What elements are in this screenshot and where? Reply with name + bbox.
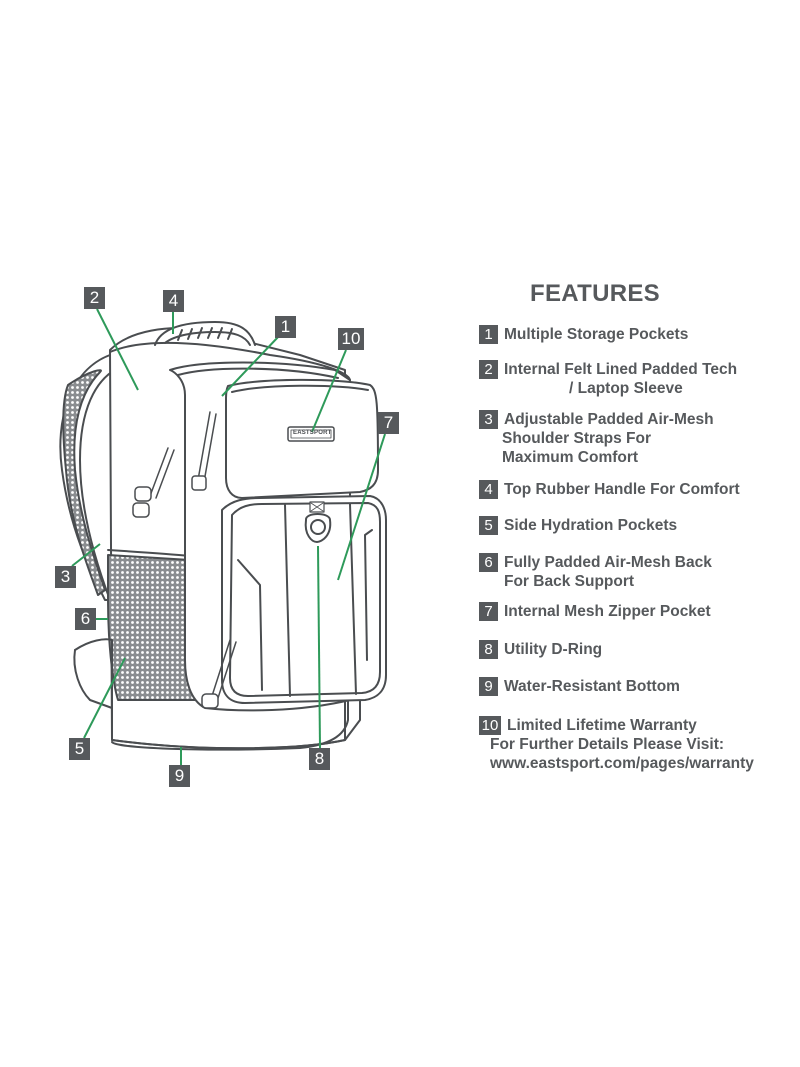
feature-text: Internal Felt Lined Padded Tech bbox=[504, 361, 738, 378]
callout-2: 2 bbox=[84, 287, 105, 309]
brand-tag: EASTSPORT bbox=[293, 430, 332, 436]
feature-2: 2 Internal Felt Lined Padded Tech / Lapto… bbox=[479, 360, 737, 398]
callout-4: 4 bbox=[163, 290, 184, 312]
feature-text: Top Rubber Handle For Comfort bbox=[504, 481, 740, 498]
feature-number: 1 bbox=[479, 325, 498, 344]
callout-1: 1 bbox=[275, 316, 296, 338]
feature-text: Side Hydration Pockets bbox=[504, 517, 678, 534]
feature-text: Multiple Storage Pockets bbox=[504, 326, 689, 343]
feature-7: 7 Internal Mesh Zipper Pocket bbox=[479, 602, 711, 621]
feature-9: 9 Water-Resistant Bottom bbox=[479, 677, 680, 696]
feature-number: 7 bbox=[479, 602, 498, 621]
feature-number: 3 bbox=[479, 410, 498, 429]
warranty-url: www.eastsport.com/pages/warranty bbox=[490, 755, 754, 772]
feature-text: For Back Support bbox=[504, 573, 635, 590]
callout-6: 6 bbox=[75, 608, 96, 630]
feature-1: 1 Multiple Storage Pockets bbox=[479, 325, 688, 344]
feature-10: 10 Limited Lifetime Warranty For Further … bbox=[479, 716, 754, 773]
feature-number: 8 bbox=[479, 640, 498, 659]
feature-text: Fully Padded Air-Mesh Back bbox=[504, 554, 712, 571]
feature-number: 10 bbox=[479, 716, 501, 735]
feature-number: 4 bbox=[479, 480, 498, 499]
feature-5: 5 Side Hydration Pockets bbox=[479, 516, 677, 535]
feature-3: 3 Adjustable Padded Air-Mesh Shoulder Str… bbox=[479, 410, 714, 467]
feature-text: For Further Details Please Visit: bbox=[490, 736, 725, 753]
feature-number: 2 bbox=[479, 360, 498, 379]
callout-10: 10 bbox=[338, 328, 364, 350]
feature-number: 6 bbox=[479, 553, 498, 572]
feature-text: Water-Resistant Bottom bbox=[504, 678, 680, 695]
features-title: FEATURES bbox=[530, 280, 660, 307]
feature-number: 9 bbox=[479, 677, 498, 696]
feature-text: Internal Mesh Zipper Pocket bbox=[504, 603, 711, 620]
callout-5: 5 bbox=[69, 738, 90, 760]
callout-7: 7 bbox=[378, 412, 399, 434]
feature-text: Adjustable Padded Air-Mesh bbox=[504, 411, 714, 428]
callout-9: 9 bbox=[169, 765, 190, 787]
feature-text: Limited Lifetime Warranty bbox=[507, 717, 697, 734]
callout-8: 8 bbox=[309, 748, 330, 770]
feature-text: Shoulder Straps For bbox=[502, 430, 651, 447]
feature-8: 8 Utility D-Ring bbox=[479, 640, 602, 659]
callout-3: 3 bbox=[55, 566, 76, 588]
feature-text: Maximum Comfort bbox=[502, 449, 639, 466]
feature-text: / Laptop Sleeve bbox=[569, 380, 683, 397]
feature-6: 6 Fully Padded Air-Mesh Back For Back Sup… bbox=[479, 553, 712, 591]
feature-number: 5 bbox=[479, 516, 498, 535]
feature-4: 4 Top Rubber Handle For Comfort bbox=[479, 480, 740, 499]
feature-text: Utility D-Ring bbox=[504, 641, 603, 658]
